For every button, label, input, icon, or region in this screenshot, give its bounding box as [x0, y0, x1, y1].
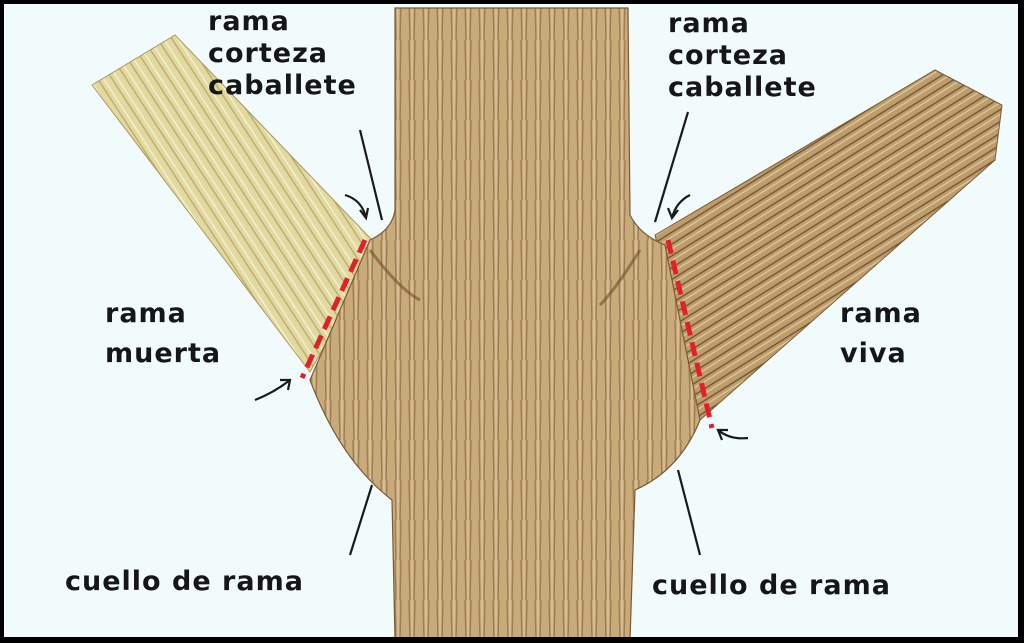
- right-ridge-pointer: [653, 111, 690, 223]
- label-line: rama: [105, 298, 187, 329]
- arrow-icon: [666, 194, 691, 221]
- arrow-icon: [716, 428, 749, 441]
- label-line: rama: [840, 298, 922, 329]
- right-cut-line: [665, 239, 715, 429]
- label-live-branch: rama viva: [840, 294, 922, 374]
- label-line: rama: [668, 8, 750, 39]
- left-collar-pointer: [348, 484, 374, 556]
- trunk: [309, 7, 701, 637]
- diagram-frame: rama corteza caballete rama corteza caba…: [4, 4, 1018, 637]
- label-line: corteza: [208, 38, 329, 69]
- label-line: muerta: [105, 338, 222, 369]
- left-ridge-pointer: [358, 129, 384, 221]
- label-line: caballete: [208, 70, 357, 101]
- arrow-icon: [344, 193, 370, 221]
- arrow-icon: [254, 378, 292, 402]
- tree-illustration: [91, 7, 1003, 637]
- label-line: rama: [208, 6, 290, 37]
- label-dead-branch: rama muerta: [105, 294, 221, 374]
- left-cut-line: [299, 238, 368, 380]
- right-collar-pointer: [676, 469, 702, 556]
- label-line: caballete: [668, 72, 817, 103]
- label-right-ridge: rama corteza caballete: [668, 8, 817, 104]
- label-line: viva: [840, 338, 907, 369]
- label-right-collar: cuello de rama: [652, 570, 891, 601]
- label-left-ridge: rama corteza caballete: [208, 6, 357, 102]
- label-left-collar: cuello de rama: [65, 566, 304, 597]
- live-branch: [654, 69, 1003, 421]
- label-line: corteza: [668, 40, 789, 71]
